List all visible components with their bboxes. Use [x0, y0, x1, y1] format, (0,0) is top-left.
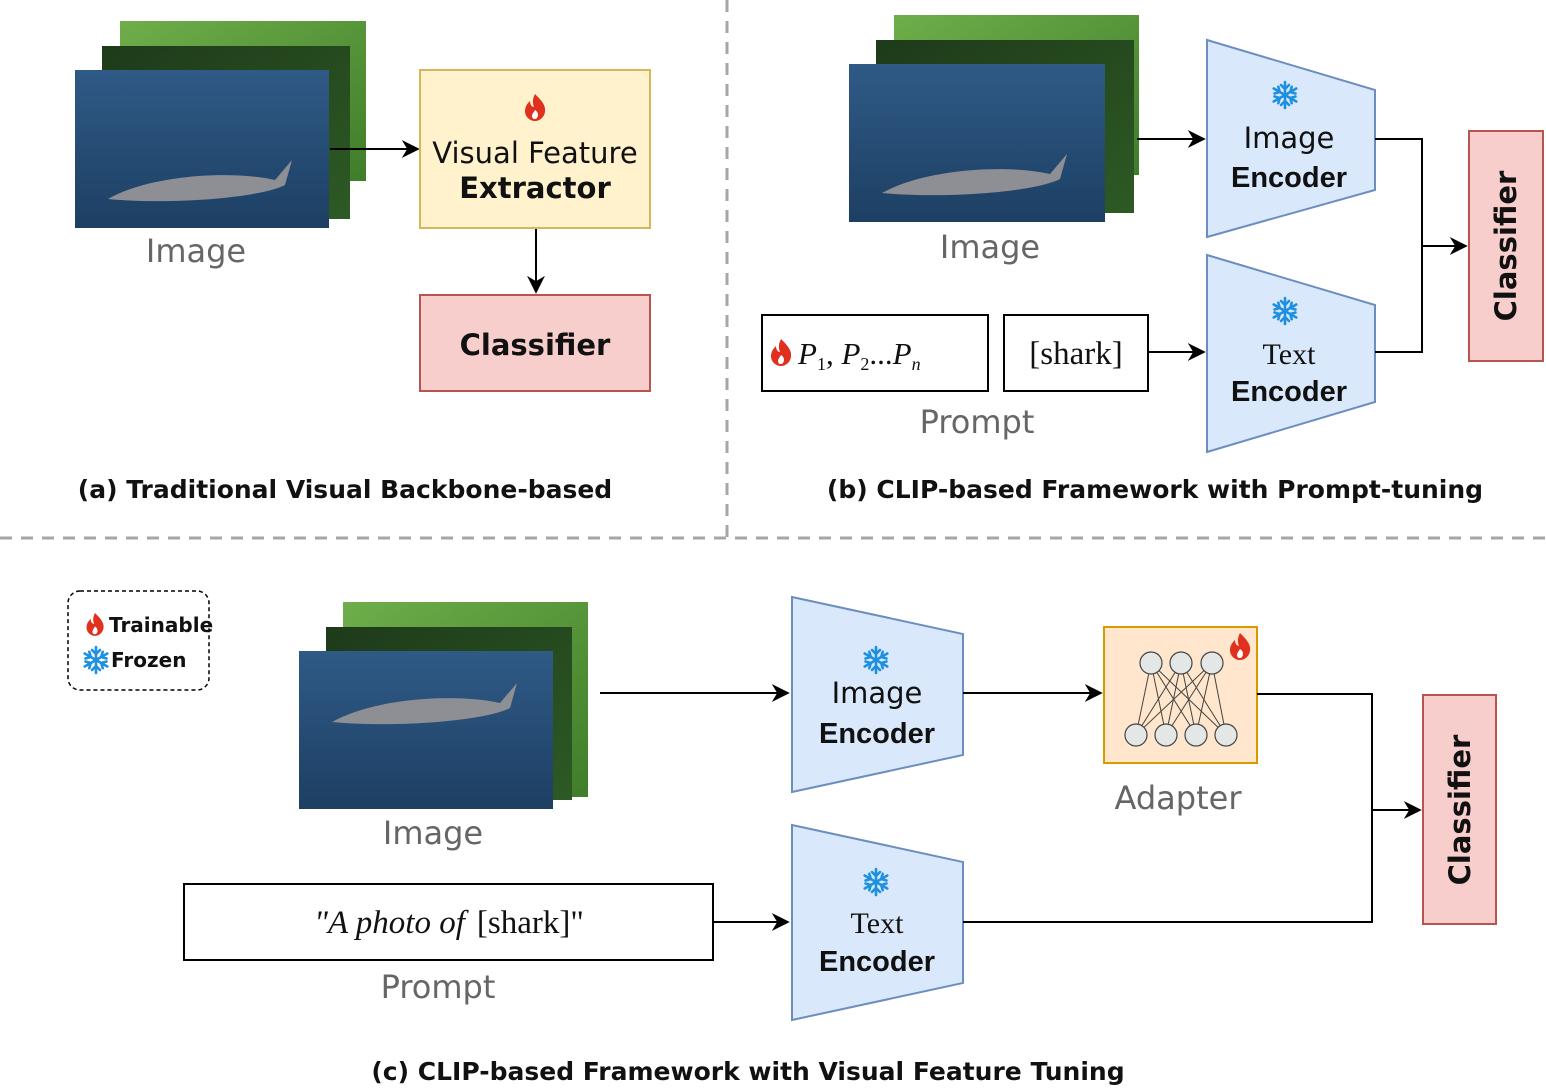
prompt-label: Prompt [920, 403, 1035, 441]
network-node [1169, 651, 1193, 675]
text-encoder [791, 823, 964, 1022]
legend-frozen-label: Frozen [111, 648, 186, 672]
image-stack [299, 602, 588, 809]
image-encoder-line2: Encoder [819, 718, 935, 750]
prompt-template-box [183, 883, 714, 961]
text-encoder-line2: Encoder [1231, 376, 1347, 408]
encoder-merge-line [1375, 138, 1423, 353]
network-edge [1135, 662, 1152, 736]
prompt-label: Prompt [381, 968, 496, 1006]
panel-a: Image Visual Feature Extractor Classifie… [75, 21, 651, 504]
prompt-tokens: P1, P2...Pn [797, 336, 921, 374]
text-encoder [1206, 253, 1376, 454]
image-stack [849, 15, 1139, 222]
network-node [1184, 723, 1208, 747]
image-label: Image [146, 232, 246, 270]
network-node [1200, 651, 1224, 675]
legend: Trainable Frozen [67, 590, 213, 691]
extractor-label-line1: Visual Feature [432, 136, 637, 170]
classifier-box [419, 294, 651, 392]
panel-a-caption: (a) Traditional Visual Backbone-based [78, 475, 612, 504]
shark-image [849, 64, 1105, 222]
text-encoder-line2: Encoder [819, 946, 935, 978]
image-label: Image [383, 814, 483, 852]
image-encoder [791, 595, 964, 794]
extractor-label-line2: Extractor [459, 171, 611, 205]
image-encoder [1206, 38, 1376, 239]
adapter [1103, 626, 1258, 764]
shark-shape [882, 154, 1067, 196]
classifier-box [1468, 130, 1544, 362]
network-edge [1135, 662, 1213, 736]
prompt-template-text: "A photo of[shark]" [314, 905, 584, 941]
network-edge [1165, 662, 1213, 736]
network-node [1214, 723, 1238, 747]
shark-shape [332, 683, 517, 725]
neural-network-icon [1124, 651, 1238, 747]
panel-c-caption: (c) CLIP-based Framework with Visual Fea… [371, 1057, 1124, 1086]
classifier-label: Classifier [460, 328, 611, 362]
network-edge [1195, 662, 1213, 736]
classifier-box [1422, 694, 1497, 925]
text-encoder-line1: Text [1263, 338, 1317, 371]
classifier-label: Classifier [1489, 170, 1523, 321]
image-encoder-line1: Image [832, 676, 923, 710]
image-encoder-line1: Image [1244, 121, 1335, 155]
adapter-label: Adapter [1115, 779, 1243, 817]
image-stack [75, 21, 366, 228]
network-edge [1135, 662, 1182, 736]
classifier-label: Classifier [1443, 734, 1477, 885]
image-encoder-line2: Encoder [1231, 162, 1347, 194]
legend-box [67, 590, 210, 691]
shark-shape [108, 160, 292, 202]
network-node [1154, 723, 1178, 747]
network-edge [1211, 662, 1227, 736]
merge-line [963, 693, 1373, 923]
panel-b: Image Image Encoder P1, P2...Pn [shark] … [761, 15, 1544, 504]
legend-trainable-label: Trainable [109, 613, 213, 637]
panel-b-caption: (b) CLIP-based Framework with Prompt-tun… [827, 475, 1483, 504]
class-token-box [1003, 314, 1149, 392]
panel-c: Image Image Encoder Adapter "A photo of[… [183, 595, 1497, 1086]
class-token: [shark] [1029, 336, 1122, 372]
network-node [1124, 723, 1148, 747]
network-node [1139, 651, 1163, 675]
shark-image [299, 651, 553, 809]
learnable-prompt-box [761, 314, 989, 392]
shark-image [75, 70, 329, 228]
image-label: Image [940, 228, 1040, 266]
text-encoder-line1: Text [851, 907, 905, 940]
visual-feature-extractor-box [419, 69, 651, 229]
